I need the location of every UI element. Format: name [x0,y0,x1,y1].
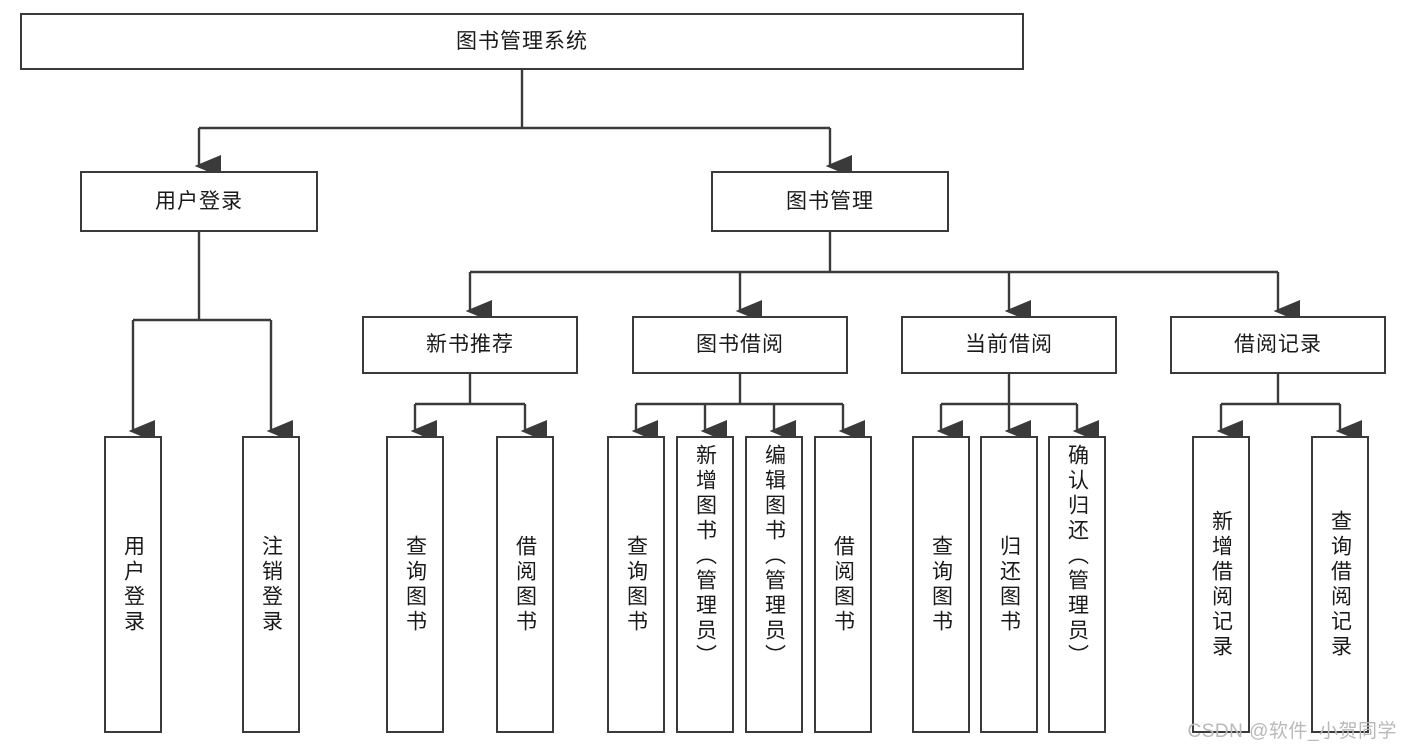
leaf-confirm-return-admin-label: 确认归还（管理员） [1065,444,1089,669]
node-current-borrow-label: 当前借阅 [965,333,1053,357]
leaf-return-book[interactable]: 归还图书 [980,436,1038,733]
node-book-management-label: 图书管理 [786,189,874,213]
leaf-add-borrow-record[interactable]: 新增借阅记录 [1192,436,1250,733]
leaf-query-book-borrow-label: 查询图书 [624,534,648,635]
leaf-query-book-current-label: 查询图书 [929,534,953,635]
leaf-query-borrow-record[interactable]: 查询借阅记录 [1311,436,1369,733]
leaf-query-book-recommend[interactable]: 查询图书 [386,436,444,733]
node-book-management[interactable]: 图书管理 [711,171,949,232]
node-user-login-label: 用户登录 [155,189,243,213]
leaf-logout-label: 注销登录 [259,534,283,635]
leaf-edit-book-admin[interactable]: 编辑图书（管理员） [745,436,803,733]
leaf-add-book-admin-label: 新增图书（管理员） [693,444,717,669]
leaf-add-borrow-record-label: 新增借阅记录 [1209,509,1233,660]
leaf-query-book-recommend-label: 查询图书 [403,534,427,635]
leaf-confirm-return-admin[interactable]: 确认归还（管理员） [1048,436,1106,733]
leaf-borrow-book-borrow-label: 借阅图书 [831,534,855,635]
node-root-system[interactable]: 图书管理系统 [20,13,1024,70]
leaf-borrow-book-recommend-label: 借阅图书 [513,534,537,635]
leaf-logout[interactable]: 注销登录 [242,436,300,733]
leaf-return-book-label: 归还图书 [997,534,1021,635]
leaf-borrow-book-borrow[interactable]: 借阅图书 [814,436,872,733]
leaf-query-book-borrow[interactable]: 查询图书 [607,436,665,733]
node-new-book-recommend-label: 新书推荐 [426,333,514,357]
node-book-borrow-label: 图书借阅 [696,333,784,357]
node-borrow-record-label: 借阅记录 [1234,333,1322,357]
node-book-borrow[interactable]: 图书借阅 [632,316,848,374]
node-new-book-recommend[interactable]: 新书推荐 [362,316,578,374]
node-borrow-record[interactable]: 借阅记录 [1170,316,1386,374]
node-user-login[interactable]: 用户登录 [80,171,318,232]
leaf-edit-book-admin-label: 编辑图书（管理员） [762,444,786,669]
leaf-add-book-admin[interactable]: 新增图书（管理员） [676,436,734,733]
leaf-query-borrow-record-label: 查询借阅记录 [1328,509,1352,660]
leaf-borrow-book-recommend[interactable]: 借阅图书 [496,436,554,733]
leaf-user-login[interactable]: 用户登录 [104,436,162,733]
node-root-system-label: 图书管理系统 [456,29,588,53]
leaf-user-login-label: 用户登录 [121,534,145,635]
leaf-query-book-current[interactable]: 查询图书 [912,436,970,733]
csdn-watermark: CSDN @软件_小贺同学 [1187,721,1397,742]
node-current-borrow[interactable]: 当前借阅 [901,316,1117,374]
